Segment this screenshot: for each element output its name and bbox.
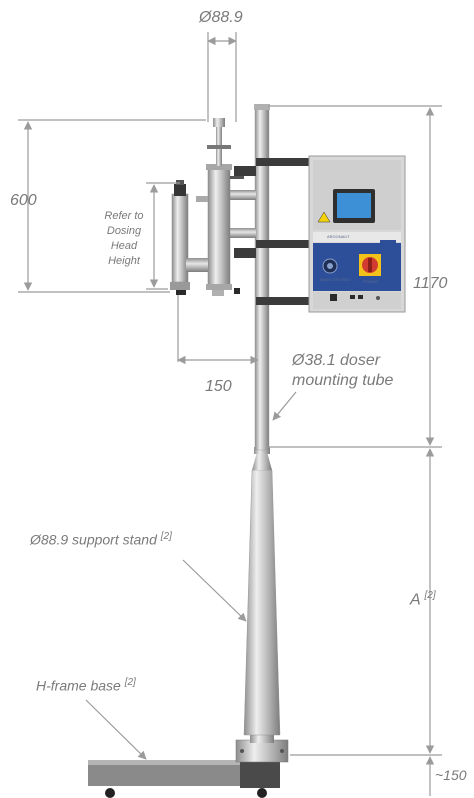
mounting-tube-label: Ø38.1 doser mounting tube [292,352,394,389]
dosing-head [170,118,256,296]
support-stand-text: Ø88.9 support stand [30,531,157,548]
base-label: H-frame base [2] [36,678,136,693]
dimension-lines [18,32,442,796]
dim-stand-height: A [2] [410,591,436,608]
dim-top-width: Ø88.9 [199,9,243,26]
base-note: [2] [124,677,136,688]
dim-tube-length: 1170 [413,275,448,292]
base-text: H-frame base [36,677,121,694]
support-stand-label: Ø88.9 support stand [2] [30,532,172,547]
stand-height-note: [2] [424,590,436,601]
dim-offset: 150 [205,378,232,395]
panel-right-knob-caption: POWER [363,279,379,284]
dim-dosing-height: 600 [10,192,37,209]
dosing-note: Refer to Dosing Head Height [104,210,144,267]
mounting-tube [254,104,270,451]
stand-height-text: A [410,591,421,609]
support-stand-note: [2] [160,531,172,542]
panel-left-knob-caption: MAIN CONTROL [320,277,351,282]
panel-brand-text: ARGONAUT [327,234,350,239]
support-stand [235,447,289,763]
dim-base-height: ~150 [435,767,467,783]
controller-panel [256,155,406,313]
